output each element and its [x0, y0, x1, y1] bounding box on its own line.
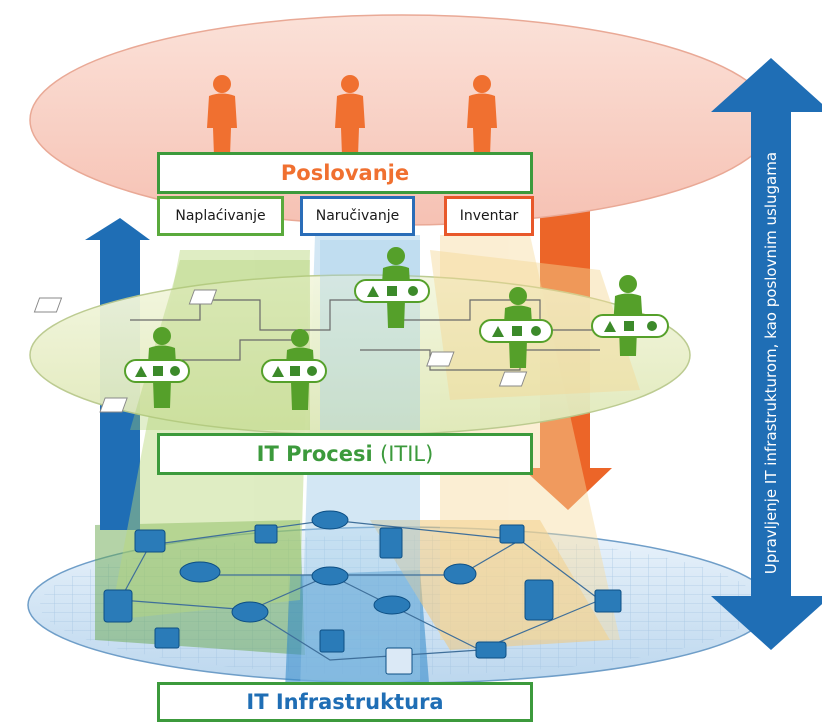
database-icon: [443, 563, 477, 585]
server-icon: [134, 529, 166, 553]
process-flow-icon: [591, 314, 669, 338]
service-box-inventar: Inventar: [444, 196, 534, 236]
router-icon: [311, 566, 349, 586]
side-double-arrow: [711, 58, 822, 650]
infrastructure-title-text: IT Infrastruktura: [246, 690, 444, 714]
device-icon: [385, 647, 413, 675]
monitor-icon: [254, 524, 278, 544]
service-label: Naručivanje: [315, 208, 400, 224]
server-icon: [524, 579, 554, 621]
service-label: Naplaćivanje: [175, 208, 266, 224]
processes-title-text: IT Procesi: [256, 442, 373, 466]
processes-layer-title: IT Procesi (ITIL): [157, 433, 533, 475]
monitor-icon: [499, 524, 525, 544]
process-flow-icon: [354, 279, 430, 303]
service-box-naplacivanje: Naplaćivanje: [157, 196, 284, 236]
process-flow-icon: [124, 359, 190, 383]
business-title-text: Poslovanje: [280, 161, 410, 185]
processes-title-suffix: (ITIL): [380, 442, 434, 466]
infrastructure-layer-title: IT Infrastruktura: [157, 682, 533, 722]
switch-icon: [231, 601, 269, 623]
process-flow-icon: [479, 319, 553, 343]
service-box-narucivanje: Naručivanje: [300, 196, 415, 236]
monitor-icon: [154, 627, 180, 649]
server-icon: [103, 589, 133, 623]
server-icon: [379, 527, 403, 559]
router-icon: [311, 510, 349, 530]
router-icon: [373, 595, 411, 615]
router-icon: [179, 561, 221, 583]
service-label: Inventar: [459, 208, 519, 224]
monitor-icon: [594, 589, 622, 613]
business-layer-title: Poslovanje: [157, 152, 533, 194]
monitor-icon: [319, 629, 345, 653]
process-flow-icon: [261, 359, 327, 383]
side-arrow-label: Upravljenje IT infrastrukturom, kao posl…: [762, 151, 780, 575]
infrastructure-devices: [103, 510, 622, 675]
process-steps: [124, 279, 669, 383]
phone-icon: [475, 641, 507, 659]
